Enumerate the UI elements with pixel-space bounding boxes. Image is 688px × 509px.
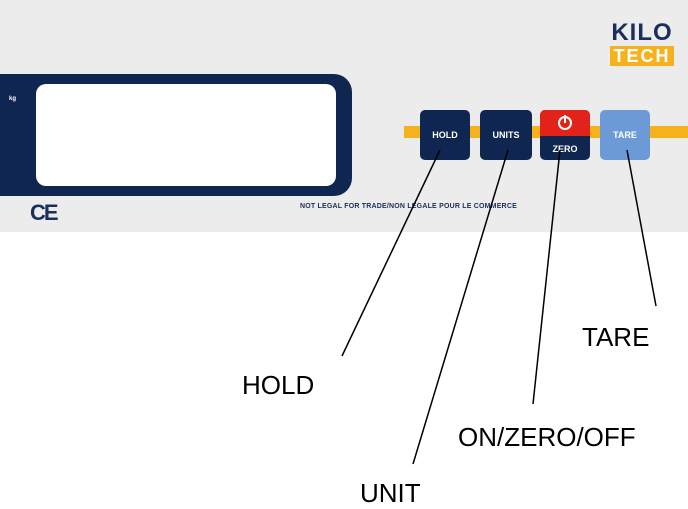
display-frame: kg	[0, 74, 352, 196]
ce-mark: CE	[30, 200, 59, 225]
units-button-label: UNITS	[492, 130, 520, 140]
callout-hold: HOLD	[242, 370, 315, 400]
scale-front-panel: KILO TECH kg CE NOT LEGAL FOR TRADE/NON …	[0, 0, 688, 232]
hold-button-label: HOLD	[432, 130, 458, 140]
power-icon	[558, 115, 572, 130]
units-button[interactable]: UNITS	[480, 110, 532, 160]
leader-line-hold	[341, 149, 441, 357]
callout-unit: UNIT	[360, 478, 421, 508]
zero-power-button[interactable]: ZERO	[540, 110, 590, 160]
tare-button[interactable]: TARE	[600, 110, 650, 160]
legal-notice: NOT LEGAL FOR TRADE/NON LEGALE POUR LE C…	[300, 203, 517, 210]
leader-line-zero	[532, 149, 561, 405]
power-section	[540, 110, 590, 136]
lcd-display	[36, 84, 336, 186]
leader-line-unit	[412, 149, 509, 465]
brand-logo-kilo: KILO	[611, 19, 673, 46]
callout-zero: ON/ZERO/OFF	[458, 422, 636, 452]
leader-line-tare	[626, 149, 657, 307]
display-unit-tag: kg	[9, 96, 17, 102]
tare-button-label: TARE	[613, 130, 637, 140]
brand-logo-tech: TECH	[610, 46, 674, 66]
callout-tare: TARE	[582, 322, 650, 352]
hold-button[interactable]: HOLD	[420, 110, 470, 160]
zero-button-label: ZERO	[552, 144, 578, 154]
brand-logo: KILO TECH	[610, 19, 674, 66]
